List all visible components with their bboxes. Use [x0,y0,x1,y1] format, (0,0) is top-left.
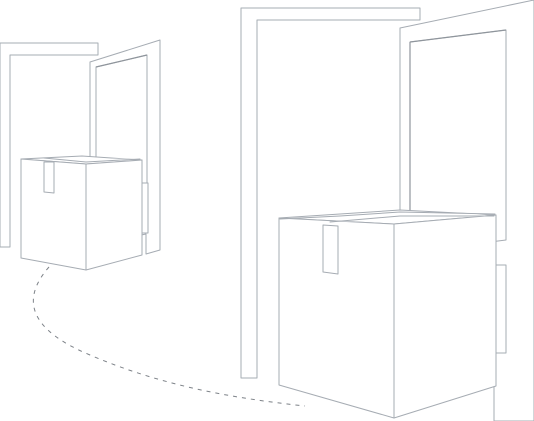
small-box [20,155,143,271]
large-box [278,209,497,419]
large-scene [240,0,534,421]
large-box-tape [322,224,339,275]
large-door-frame [240,7,421,379]
moving-path-dashed [32,266,306,407]
small-box-tape [43,161,55,194]
small-scene [0,39,161,271]
small-door-frame [0,42,99,248]
